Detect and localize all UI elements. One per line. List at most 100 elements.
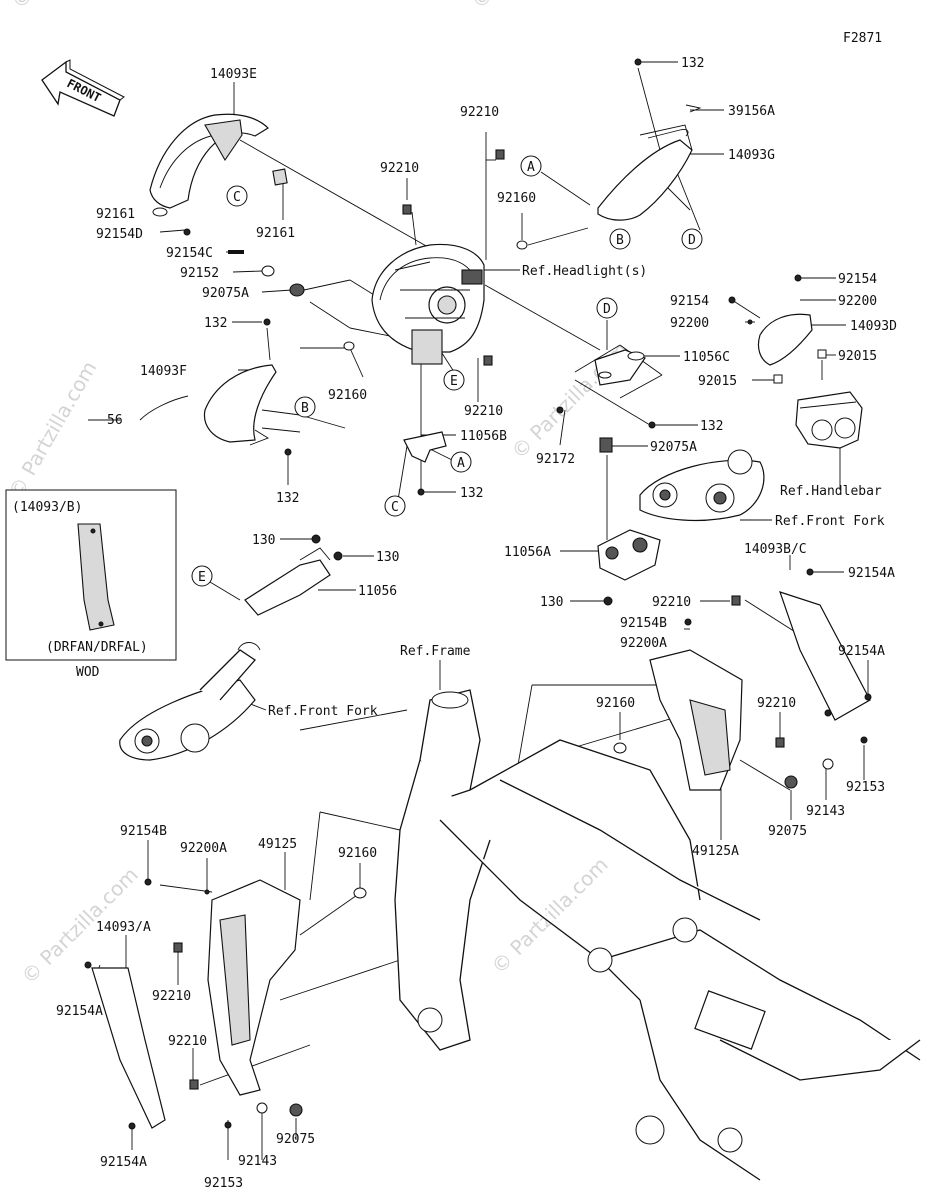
part-label: 11056A	[504, 545, 551, 560]
part-14093A-cover	[91, 967, 166, 1129]
part-label: 92143	[238, 1154, 277, 1169]
callout-d-2: D	[596, 297, 618, 319]
part-label: 11056C	[683, 350, 730, 365]
part-headlight-housing	[371, 243, 485, 365]
part-label: Ref.Front Fork	[775, 514, 885, 529]
svg-text:D: D	[688, 233, 696, 248]
callout-e-2: E	[191, 565, 213, 587]
watermark-text: © Partzilla.com	[4, 357, 102, 503]
callout-a-1: A	[520, 155, 542, 177]
part-label: 92015	[698, 374, 737, 389]
part-label: 14093G	[728, 148, 775, 163]
part-labels: 14093E 92161 92154D 92161 92154C 92152 9…	[56, 56, 897, 1191]
part-label: Ref.Front Fork	[268, 704, 378, 719]
part-label: 92200A	[620, 636, 667, 651]
part-label: Ref.Frame	[400, 644, 471, 659]
part-label: 130	[540, 595, 563, 610]
svg-text:D: D	[603, 302, 611, 317]
part-label: 92152	[180, 266, 219, 281]
part-label: 49125	[258, 837, 297, 852]
part-label: 92154B	[620, 616, 667, 631]
part-label: 92153	[204, 1176, 243, 1191]
callout-e-1: E	[443, 369, 465, 391]
hardware	[84, 58, 872, 1130]
part-handlebar-clamp	[795, 391, 863, 449]
svg-text:B: B	[301, 401, 309, 416]
part-label: 92210	[464, 404, 503, 419]
callout-c-2: C	[384, 495, 406, 517]
inset-title: (14093/B)	[12, 500, 82, 515]
callout-c-1: C	[226, 185, 248, 207]
part-label: 39156A	[728, 104, 775, 119]
part-label: 49125A	[692, 844, 739, 859]
svg-text:E: E	[198, 570, 206, 585]
part-11056B-bracket	[403, 431, 447, 463]
svg-text:E: E	[450, 374, 458, 389]
part-label: 92210	[380, 161, 419, 176]
part-14093D-cover	[757, 313, 813, 366]
part-label: 130	[376, 550, 399, 565]
part-label: 132	[700, 419, 723, 434]
part-label: 92143	[806, 804, 845, 819]
part-label: 92154A	[838, 644, 885, 659]
part-label: 11056	[358, 584, 397, 599]
diagram-code: F2871	[843, 31, 882, 46]
part-label: 92160	[497, 191, 536, 206]
part-11056A-bracket	[597, 529, 661, 581]
part-label: 14093B/C	[744, 542, 807, 557]
part-lower-triple-clamp	[119, 642, 261, 761]
part-label: 92210	[152, 989, 191, 1004]
svg-text:B: B	[616, 233, 624, 248]
part-label: 56	[107, 413, 123, 428]
part-label: 92154C	[166, 246, 213, 261]
part-14093F-cover	[139, 364, 277, 446]
part-label: Ref.Headlight(s)	[522, 264, 647, 279]
svg-text:A: A	[457, 456, 465, 471]
part-label: 132	[460, 486, 483, 501]
part-label: 92154B	[120, 824, 167, 839]
part-label: 92210	[757, 696, 796, 711]
part-label: 92075	[768, 824, 807, 839]
part-label: 14093F	[140, 364, 187, 379]
part-frame	[394, 689, 921, 1181]
part-label: 14093D	[850, 319, 897, 334]
callout-b-2: B	[294, 396, 316, 418]
part-label: 92154	[838, 272, 877, 287]
part-label: 92154D	[96, 227, 143, 242]
svg-text:C: C	[391, 500, 399, 515]
part-label: 92200	[838, 294, 877, 309]
callout-circles: C A B D E B D A C E	[191, 155, 703, 587]
callout-b-1: B	[609, 228, 631, 250]
part-label: 92160	[596, 696, 635, 711]
part-label: 92153	[846, 780, 885, 795]
part-label: 11056B	[460, 429, 507, 444]
part-49125-cover	[207, 879, 301, 1096]
part-label: 130	[252, 533, 275, 548]
callout-d-1: D	[681, 228, 703, 250]
part-label: 92200	[670, 316, 709, 331]
part-upper-triple-clamp	[639, 449, 765, 522]
part-14093BC-cover	[779, 591, 871, 721]
inset-box: (14093/B) (DRFAN/DRFAL) WOD	[5, 489, 177, 680]
part-label: 92154A	[848, 566, 895, 581]
part-label: 92015	[838, 349, 877, 364]
part-label: 92160	[328, 388, 367, 403]
part-label: 92210	[168, 1034, 207, 1049]
part-label: 92172	[536, 452, 575, 467]
part-label: 92154A	[100, 1155, 147, 1170]
part-label: 92154A	[56, 1004, 103, 1019]
part-49125A-cover	[649, 649, 743, 791]
part-label: Ref.Handlebar	[780, 484, 882, 499]
inset-footnote: WOD	[76, 665, 100, 680]
part-label: 132	[204, 316, 227, 331]
svg-text:A: A	[527, 160, 535, 175]
part-label: 92075A	[650, 440, 697, 455]
part-label: 92210	[460, 105, 499, 120]
part-11056C-bracket	[594, 349, 646, 386]
svg-text:C: C	[233, 190, 241, 205]
front-arrow: FRONT	[41, 59, 125, 117]
inset-variants: (DRFAN/DRFAL)	[46, 640, 148, 655]
watermark-text: © Partzilla.com	[467, 0, 593, 14]
part-label: 92200A	[180, 841, 227, 856]
